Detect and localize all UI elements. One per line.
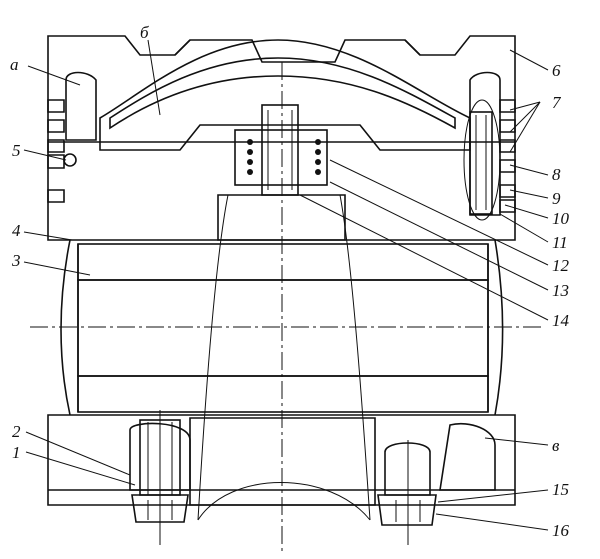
- piston-pin: [60, 239, 504, 416]
- leader-lines: [23, 39, 549, 531]
- label-6: 6: [552, 61, 561, 80]
- label-a: a: [10, 55, 19, 74]
- label-14: 14: [552, 311, 570, 330]
- label-4: 4: [12, 221, 21, 240]
- label-15: 15: [552, 480, 569, 499]
- left-ring-grooves: [47, 99, 77, 203]
- lower-left-bolt: [131, 410, 189, 545]
- central-bolt-assembly: [234, 104, 328, 196]
- label-2: 2: [12, 422, 21, 441]
- label-7: 7: [552, 93, 562, 112]
- lower-right-bolt: [377, 440, 437, 545]
- label-13: 13: [552, 281, 569, 300]
- label-9: 9: [552, 189, 561, 208]
- label-3: 3: [11, 251, 21, 270]
- label-16: 16: [552, 521, 570, 540]
- label-b: б: [140, 23, 149, 42]
- right-ring-grooves: [499, 99, 516, 213]
- label-12: 12: [552, 256, 570, 275]
- callout-labels: a б 5 4 3 2 1 6 7 8 9 10 11 12 13 14 в 1…: [10, 23, 570, 540]
- label-1: 1: [12, 443, 21, 462]
- right-upper-bolt: [463, 99, 501, 221]
- label-8: 8: [552, 165, 561, 184]
- label-v: в: [552, 436, 560, 455]
- label-11: 11: [552, 233, 568, 252]
- label-5: 5: [12, 141, 21, 160]
- connecting-rod: [197, 194, 371, 521]
- label-10: 10: [552, 209, 570, 228]
